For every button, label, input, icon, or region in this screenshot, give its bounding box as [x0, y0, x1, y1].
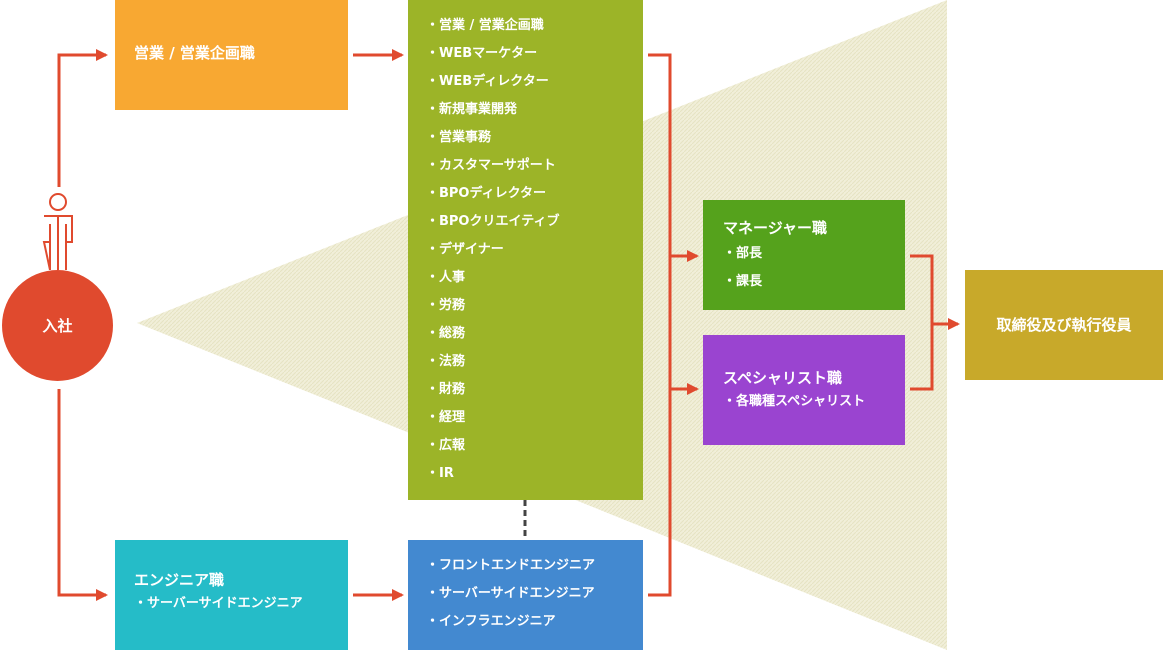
specialist-item: ・各職種スペシャリスト: [723, 394, 866, 409]
job-item: ・WEBマーケター: [426, 46, 538, 61]
connector-start-to-sales: [57, 49, 108, 187]
sales-box: 営業 / 営業企画職: [115, 0, 348, 110]
job-item: ・労務: [426, 298, 466, 313]
manager-item-0: ・部長: [723, 246, 763, 261]
eng-job-item: ・インフラエンジニア: [426, 614, 556, 629]
job-item: ・デザイナー: [426, 242, 504, 257]
job-item: ・営業 / 営業企画職: [426, 18, 544, 33]
executive-title: 取締役及び執行役員: [996, 316, 1132, 334]
jobs-list: ・営業 / 営業企画職・WEBマーケター・WEBディレクター・新規事業開発・営業…: [426, 12, 643, 488]
jobs-box: ・営業 / 営業企画職・WEBマーケター・WEBディレクター・新規事業開発・営業…: [408, 0, 643, 500]
job-item: ・人事: [426, 270, 466, 285]
specialist-title: スペシャリスト職: [723, 369, 842, 387]
start-label: 入社: [42, 317, 73, 335]
sales-title: 営業 / 営業企画職: [134, 44, 255, 62]
job-item: ・WEBディレクター: [426, 74, 549, 89]
manager-box: マネージャー職 ・部長 ・課長: [703, 200, 905, 310]
job-item: ・総務: [426, 326, 466, 341]
job-item: ・広報: [426, 438, 466, 453]
eng-job-item: ・サーバーサイドエンジニア: [426, 586, 595, 601]
connector-start-to-engineer: [57, 389, 108, 601]
engineer-box: エンジニア職 ・サーバーサイドエンジニア: [115, 540, 348, 650]
job-item: ・BPOクリエイティブ: [426, 214, 560, 229]
executive-box: 取締役及び執行役員: [965, 270, 1163, 380]
job-item: ・法務: [426, 354, 466, 369]
job-item: ・新規事業開発: [426, 102, 518, 117]
manager-title: マネージャー職: [723, 219, 827, 237]
eng-jobs-list: ・フロントエンドエンジニア・サーバーサイドエンジニア・インフラエンジニア: [426, 552, 643, 636]
start-node: 入社: [2, 270, 113, 381]
eng-jobs-box: ・フロントエンドエンジニア・サーバーサイドエンジニア・インフラエンジニア: [408, 540, 643, 650]
specialist-box: スペシャリスト職 ・各職種スペシャリスト: [703, 335, 905, 445]
job-item: ・IR: [426, 466, 454, 481]
connector-jobs-bracket: [648, 53, 672, 597]
engineer-title: エンジニア職: [134, 571, 225, 589]
eng-job-item: ・フロントエンドエンジニア: [426, 558, 596, 573]
job-item: ・BPOディレクター: [426, 186, 547, 201]
job-item: ・営業事務: [426, 130, 492, 145]
engineer-item: ・サーバーサイドエンジニア: [134, 596, 303, 611]
manager-item-1: ・課長: [723, 274, 763, 289]
job-item: ・カスタマーサポート: [426, 158, 556, 173]
person-icon: [42, 193, 73, 270]
job-item: ・財務: [426, 382, 466, 397]
job-item: ・経理: [426, 410, 466, 425]
